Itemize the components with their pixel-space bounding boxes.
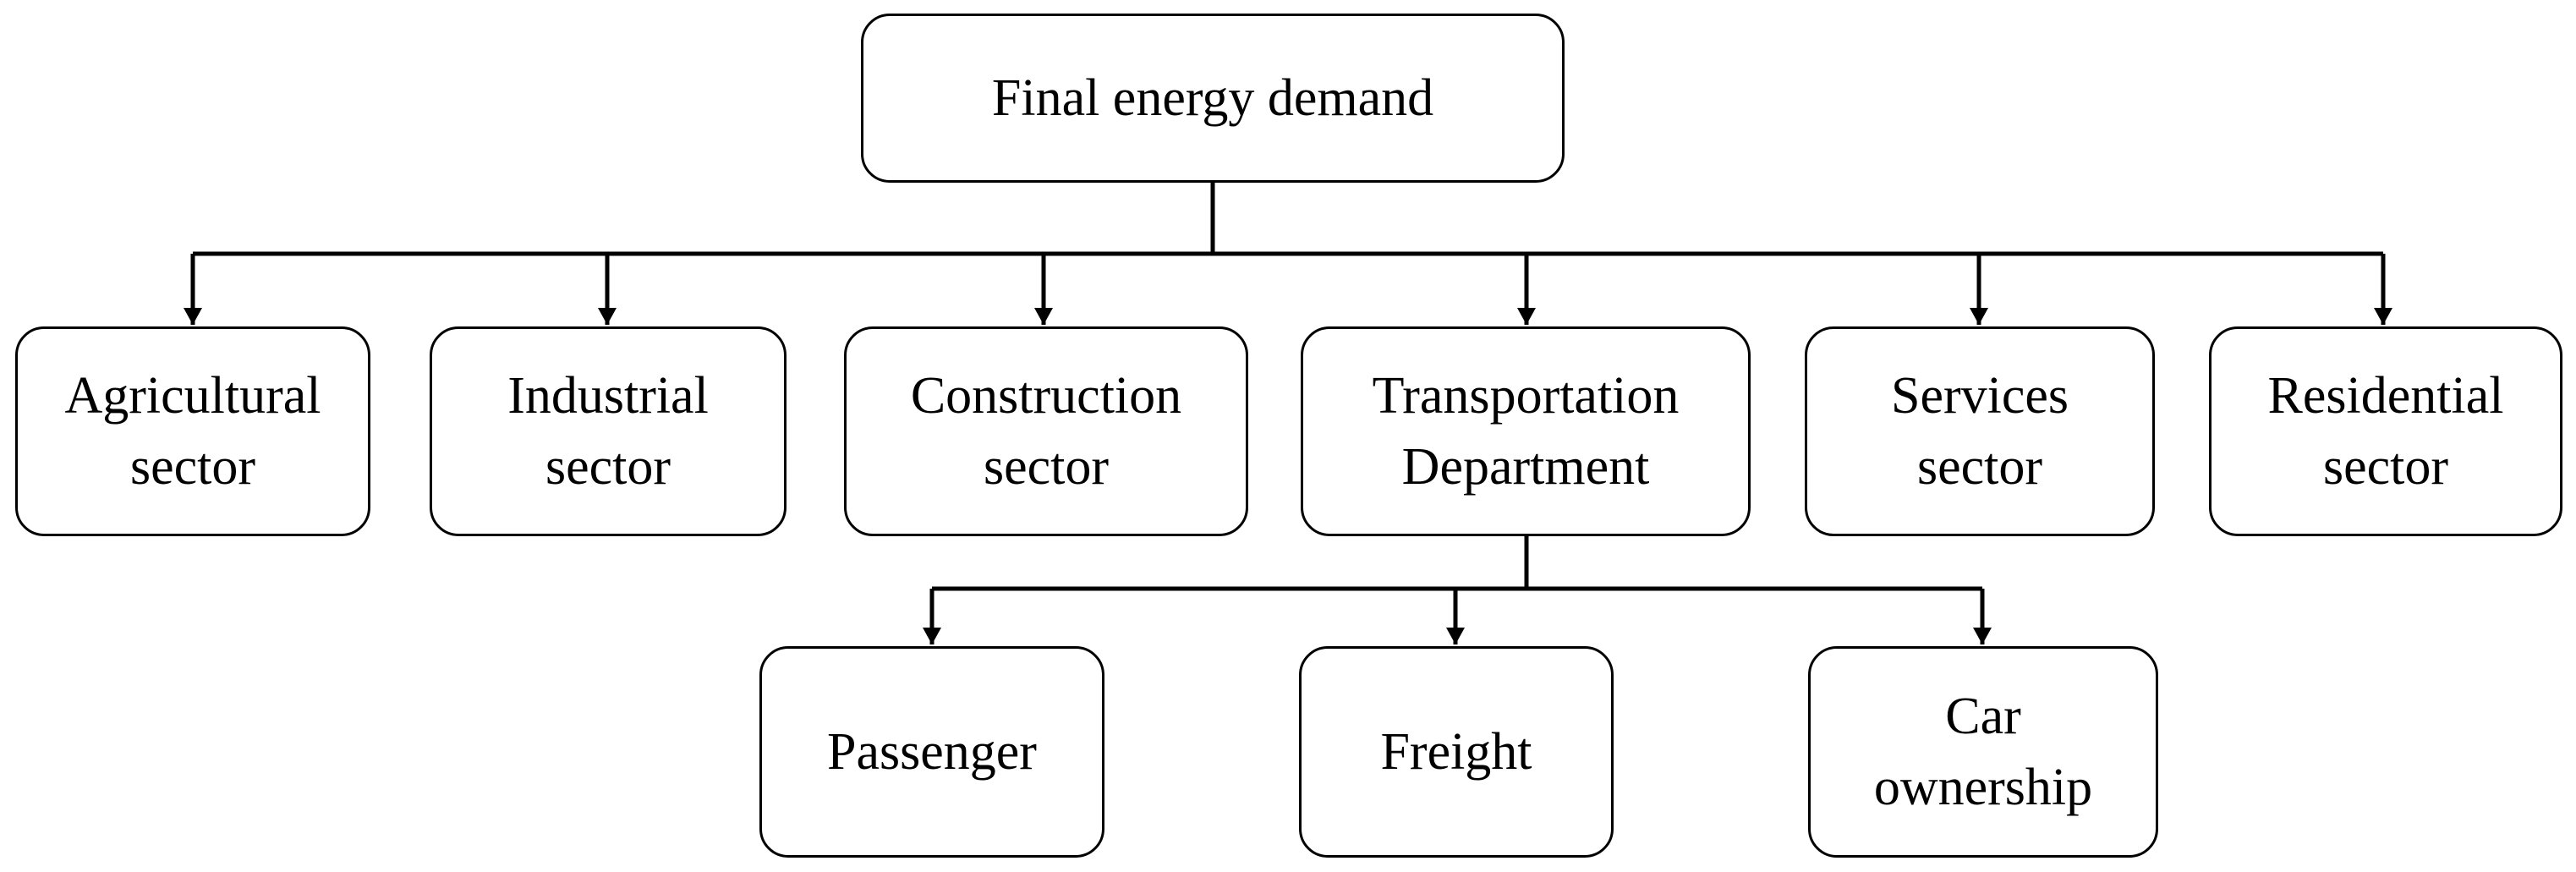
arrowhead-transportation	[1517, 308, 1536, 325]
sector-label-line1: Industrial	[507, 367, 709, 425]
sector-label-line1: Agricultural	[64, 367, 321, 425]
sector-label-line2: sector	[2322, 438, 2449, 496]
child-label-line1: Car	[1945, 688, 2021, 745]
root-label: Final energy demand	[991, 69, 1434, 127]
sector-label-line2: Department	[1401, 438, 1650, 496]
arrowhead-freight	[1446, 628, 1465, 644]
transport-child-freight: Freight	[1299, 646, 1614, 858]
arrowhead-passenger	[923, 628, 941, 644]
sector-label-line1: Construction	[910, 367, 1182, 425]
sector-label-line2: sector	[1916, 438, 2043, 496]
child-label-line1: Passenger	[827, 723, 1037, 781]
arrowhead-construction	[1034, 308, 1053, 325]
sector-node-construction: Construction sector	[844, 326, 1248, 536]
sector-label-line1: Services	[1890, 367, 2069, 425]
sector-node-transportation: Transportation Department	[1301, 326, 1751, 536]
sector-label-line2: sector	[983, 438, 1110, 496]
sector-node-agricultural: Agricultural sector	[15, 326, 370, 536]
child-label-line2: ownership	[1873, 759, 2093, 816]
transport-child-passenger: Passenger	[759, 646, 1104, 858]
sector-node-services: Services sector	[1805, 326, 2155, 536]
arrowhead-car-ownership	[1973, 628, 1992, 644]
sector-node-residential: Residential sector	[2209, 326, 2562, 536]
child-label-line1: Freight	[1380, 723, 1532, 781]
arrowhead-agricultural	[184, 308, 202, 325]
sector-label-line2: sector	[545, 438, 671, 496]
sector-label-line2: sector	[129, 438, 256, 496]
arrowhead-industrial	[598, 308, 617, 325]
sector-label-line1: Transportation	[1372, 367, 1680, 425]
root-node-final-energy-demand: Final energy demand	[861, 14, 1565, 183]
sector-node-industrial: Industrial sector	[430, 326, 787, 536]
sector-label-line1: Residential	[2267, 367, 2504, 425]
arrowhead-services	[1970, 308, 1988, 325]
arrowhead-residential	[2374, 308, 2392, 325]
transport-child-car-ownership: Car ownership	[1808, 646, 2158, 858]
